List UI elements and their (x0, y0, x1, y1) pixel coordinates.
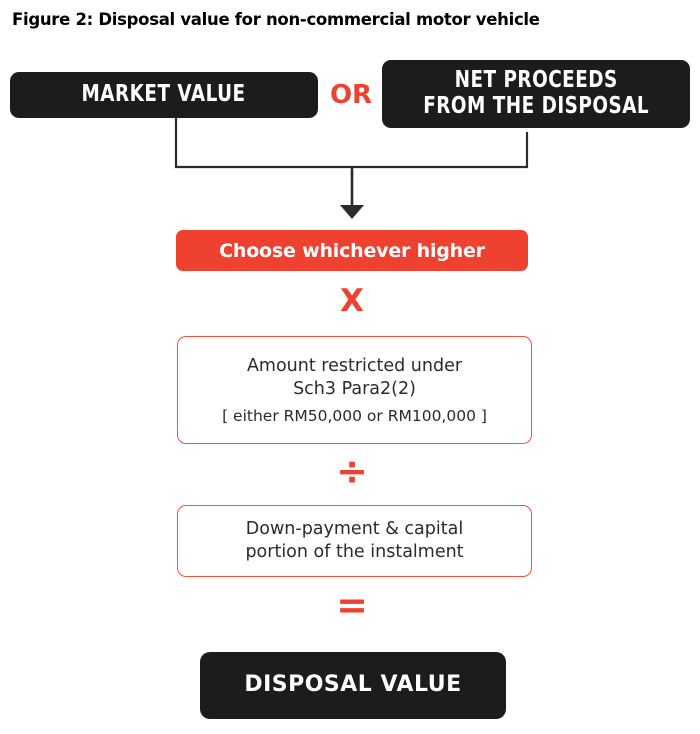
net-proceeds-label: NET PROCEEDS FROM THE DISPOSAL (423, 67, 649, 119)
figure-title: Figure 2: Disposal value for non-commerc… (12, 10, 540, 29)
amount-restricted-sub-text: [ either RM50,000 or RM100,000 ] (222, 407, 487, 426)
down-payment-main-text: Down-payment & capital portion of the in… (245, 518, 464, 562)
choose-whichever-higher-box: Choose whichever higher (176, 230, 528, 271)
divide-operator: ÷ (336, 449, 368, 493)
market-value-label: MARKET VALUE (81, 81, 247, 108)
net-proceeds-box: NET PROCEEDS FROM THE DISPOSAL (382, 60, 690, 128)
down-payment-box: Down-payment & capital portion of the in… (177, 505, 532, 577)
disposal-value-box: DISPOSAL VALUE (200, 652, 506, 719)
amount-restricted-box: Amount restricted under Sch3 Para2(2) [ … (177, 336, 532, 444)
multiply-operator: X (340, 283, 364, 319)
choose-whichever-higher-label: Choose whichever higher (219, 239, 485, 262)
disposal-value-label: DISPOSAL VALUE (244, 672, 462, 698)
bracket-arrow-connector (174, 118, 529, 219)
market-value-box: MARKET VALUE (10, 72, 318, 118)
amount-restricted-main-text: Amount restricted under Sch3 Para2(2) (246, 355, 463, 399)
equals-operator: = (336, 583, 368, 627)
or-conjunction-label: OR (329, 80, 373, 110)
